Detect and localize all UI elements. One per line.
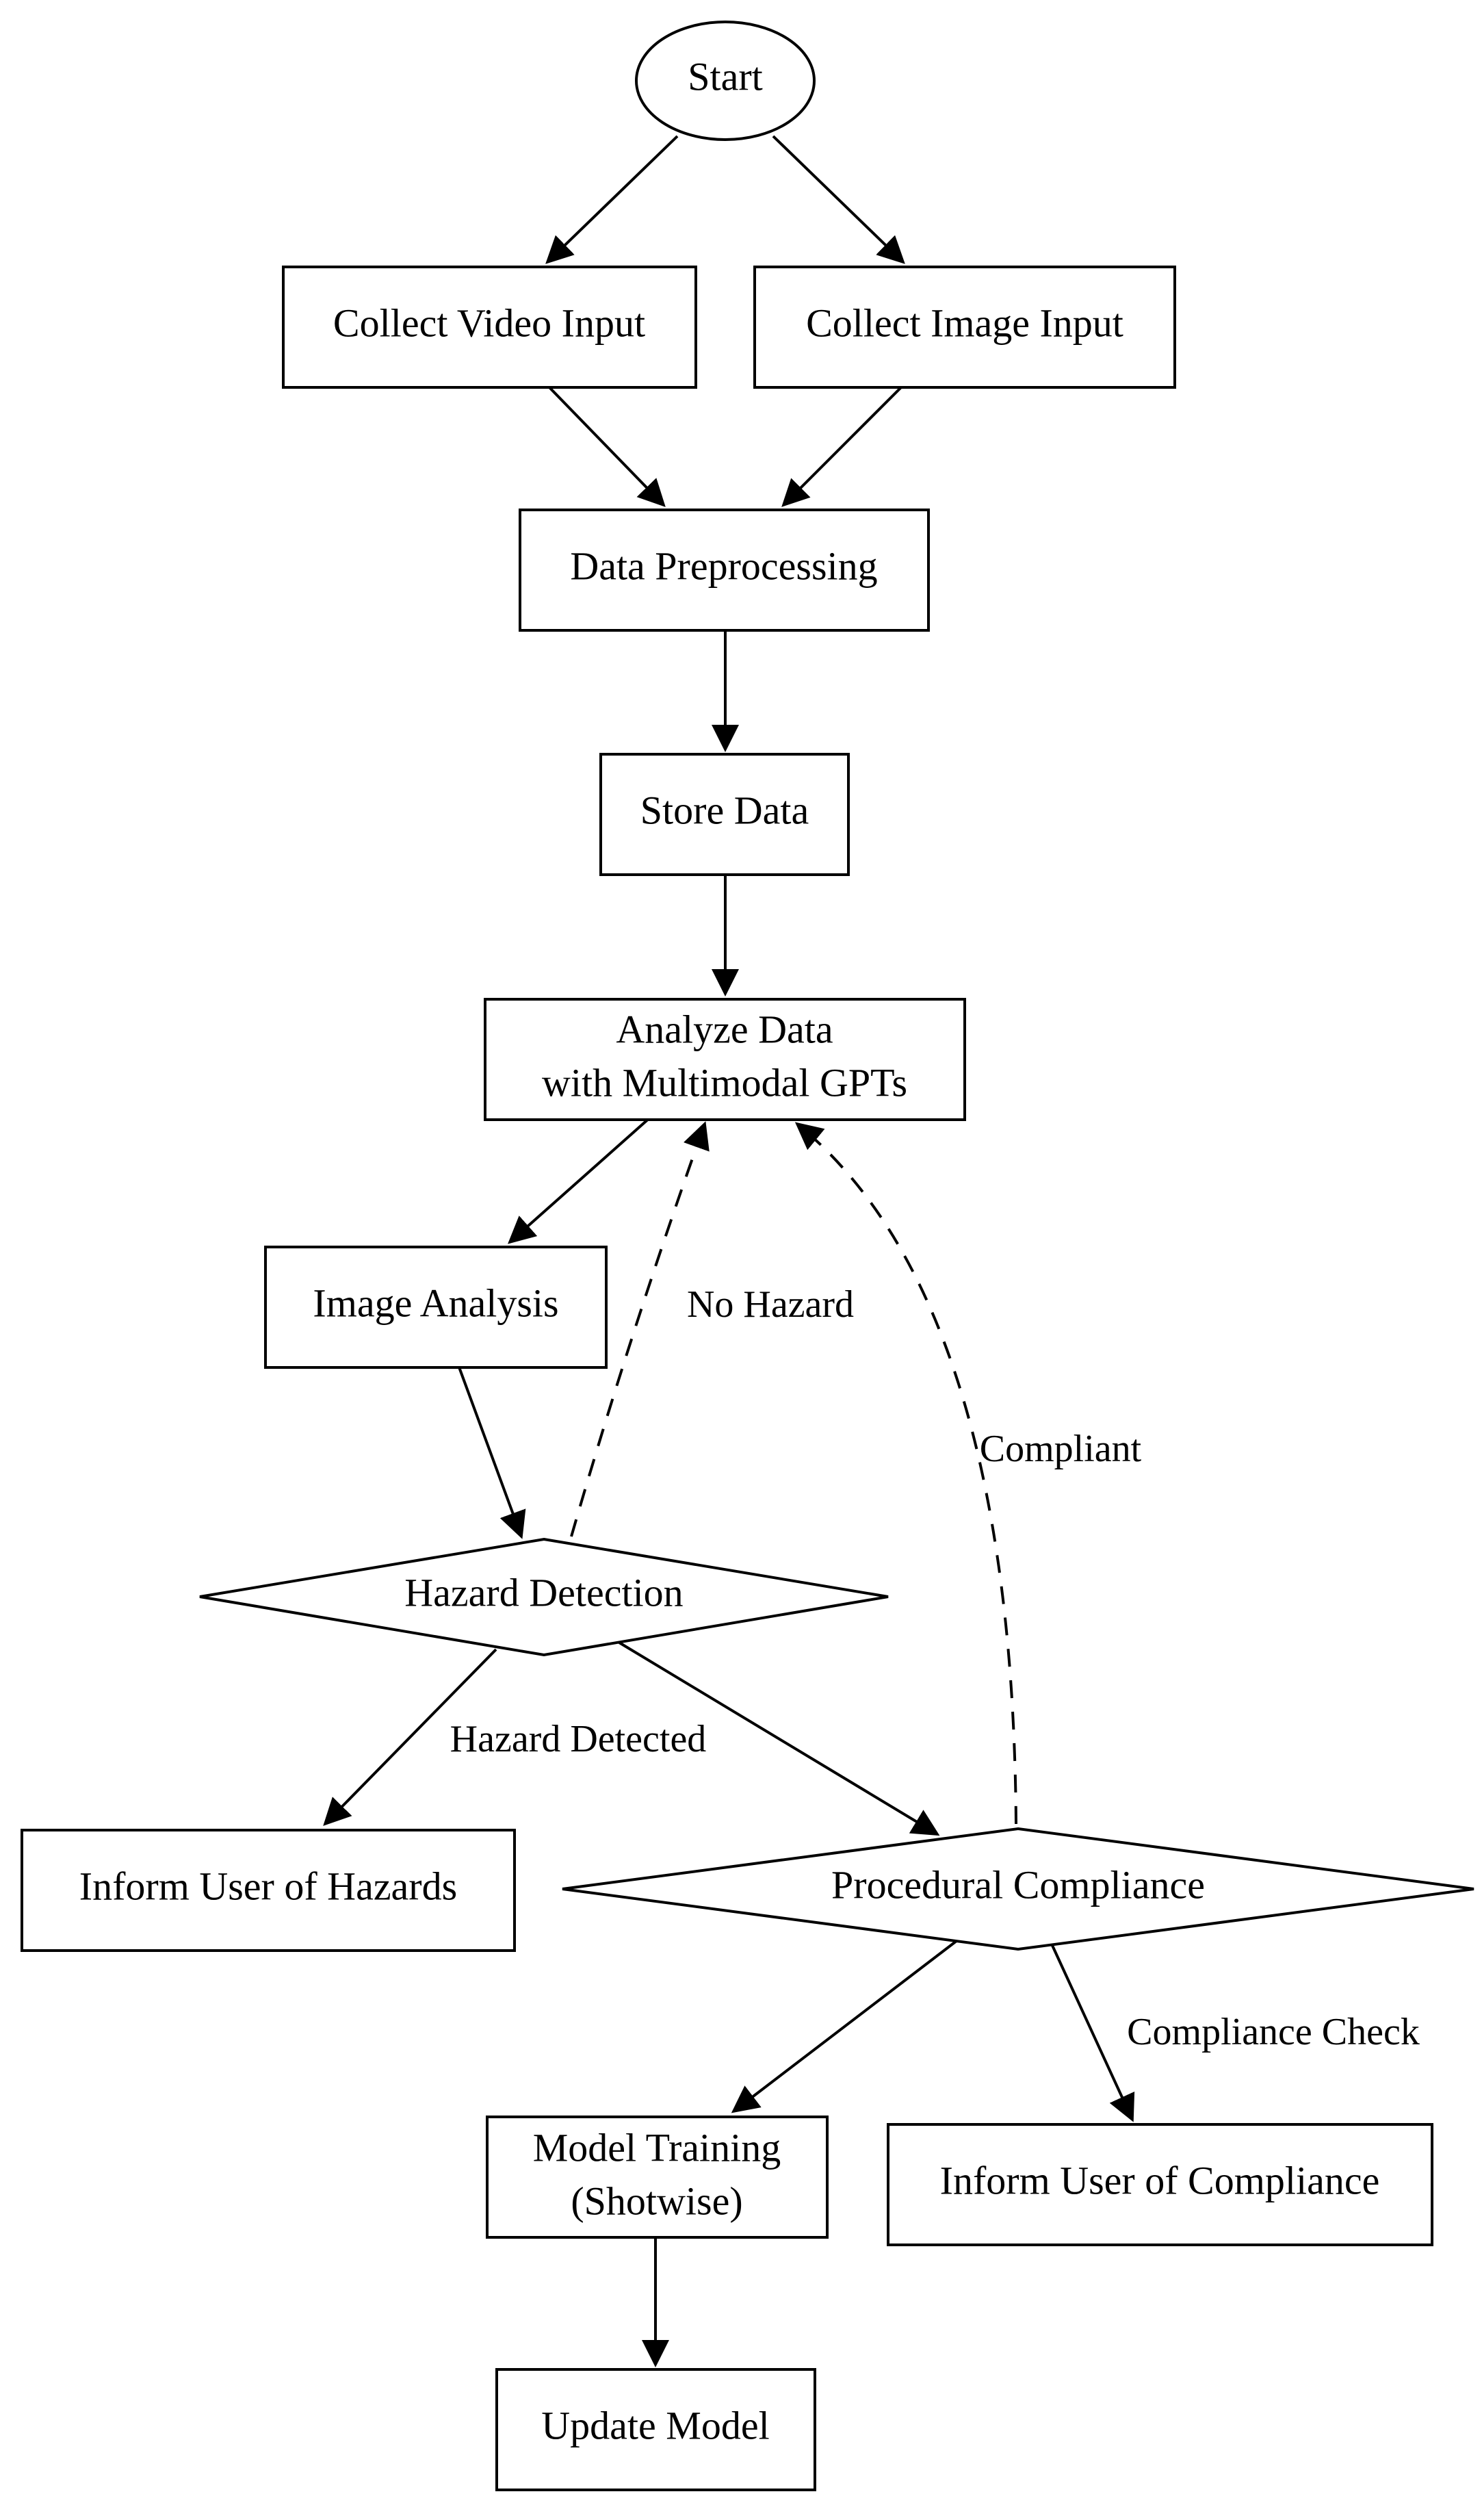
edge-procedural-to-analyze-compliant — [794, 1122, 1017, 1825]
node-collect-video: Collect Video Input — [282, 266, 697, 389]
node-procedural-compliance: Procedural Compliance — [562, 1827, 1474, 1951]
node-hazard-detection-label: Hazard Detection — [404, 1570, 683, 1615]
edges — [323, 135, 1135, 2367]
edge-analyze-to-image-analysis — [508, 1116, 651, 1244]
nodes: Start Collect Video Input Collect Image … — [21, 21, 1474, 2491]
node-store-label: Store Data — [640, 788, 809, 832]
node-collect-image-label: Collect Image Input — [806, 300, 1123, 345]
edge-labels: No Hazard Compliant Hazard Detected Comp… — [450, 1283, 1420, 2053]
node-analyze-label-line1: Analyze Data — [616, 1007, 833, 1051]
node-update-model: Update Model — [495, 2368, 816, 2491]
node-inform-hazards-label: Inform User of Hazards — [79, 1864, 457, 1908]
node-model-training: Model Training (Shotwise) — [486, 2116, 829, 2239]
node-collect-video-label: Collect Video Input — [333, 300, 645, 345]
node-analyze: Analyze Data with Multimodal GPTs — [484, 998, 966, 1121]
node-hazard-detection: Hazard Detection — [199, 1537, 889, 1657]
node-procedural-compliance-label: Procedural Compliance — [831, 1862, 1205, 1907]
edge-label-compliant: Compliant — [980, 1428, 1142, 1470]
node-inform-compliance-label: Inform User of Compliance — [940, 2158, 1380, 2202]
edge-image-to-preprocessing — [781, 384, 905, 507]
node-inform-compliance: Inform User of Compliance — [887, 2123, 1433, 2246]
node-collect-image: Collect Image Input — [753, 266, 1176, 389]
node-store: Store Data — [599, 753, 850, 876]
edge-start-to-video — [545, 135, 679, 264]
node-inform-hazards: Inform User of Hazards — [21, 1829, 516, 1952]
node-preprocessing: Data Preprocessing — [519, 509, 930, 632]
edge-hazard-to-procedural — [618, 1641, 940, 1836]
edge-label-compliance-check: Compliance Check — [1127, 2011, 1420, 2053]
node-image-analysis-label: Image Analysis — [313, 1281, 558, 1325]
node-preprocessing-label: Data Preprocessing — [570, 543, 877, 588]
node-image-analysis: Image Analysis — [264, 1246, 608, 1369]
node-update-model-label: Update Model — [541, 2403, 769, 2447]
node-start: Start — [635, 21, 816, 141]
node-start-label: Start — [688, 54, 763, 99]
edge-procedural-to-model-training — [731, 1940, 958, 2113]
edge-start-to-image — [772, 135, 905, 264]
node-model-training-label-line1: Model Training — [533, 2125, 781, 2170]
edge-hazard-to-inform-hazards — [323, 1648, 497, 1826]
node-model-training-label-line2: (Shotwise) — [571, 2178, 742, 2223]
edge-video-to-preprocessing — [546, 384, 666, 507]
node-analyze-label-line2: with Multimodal GPTs — [542, 1060, 907, 1105]
edge-procedural-to-inform-compliance — [1049, 1940, 1135, 2122]
edge-label-hazard-detected: Hazard Detected — [450, 1718, 707, 1760]
edge-label-no-hazard: No Hazard — [687, 1283, 854, 1326]
edge-image-analysis-to-hazard — [457, 1365, 526, 1539]
